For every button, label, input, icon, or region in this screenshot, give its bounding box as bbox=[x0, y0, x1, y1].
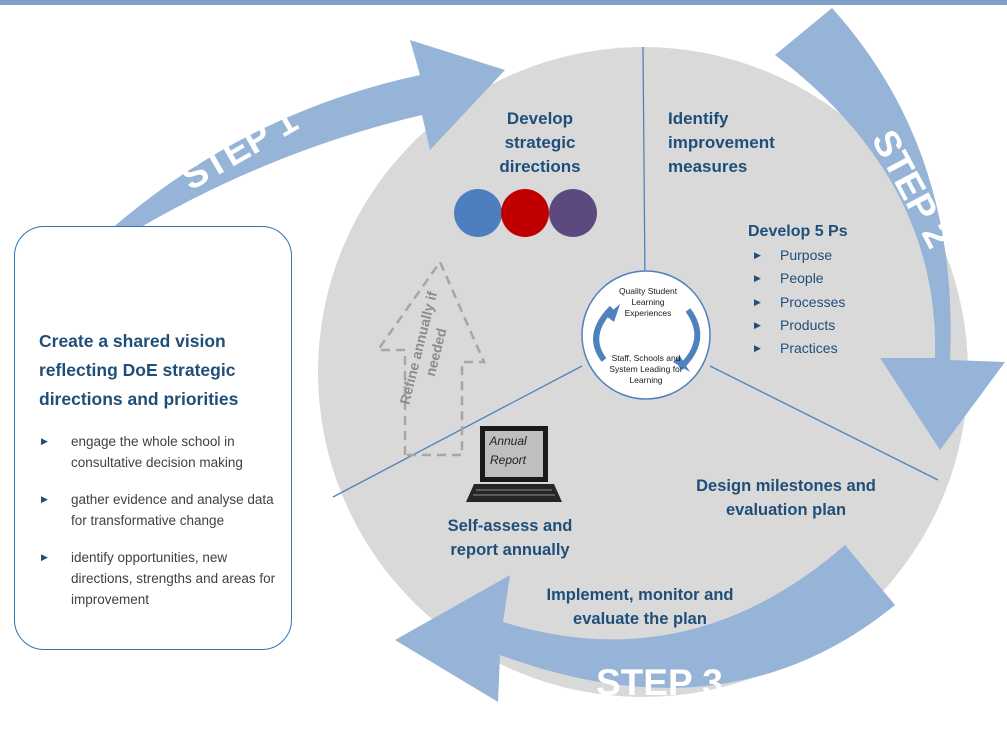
bullet-triangle-icon: ▶ bbox=[754, 250, 761, 260]
dot-red bbox=[501, 189, 549, 237]
dot-purple bbox=[549, 189, 597, 237]
top-accent-bar bbox=[0, 0, 1007, 5]
five-ps-list: ▶ Purpose ▶ People ▶ Processes ▶ Products ▶ P… bbox=[752, 244, 845, 360]
step1-arrow bbox=[58, 40, 505, 280]
design-milestones-label: Design milestones and evaluation plan bbox=[696, 477, 876, 519]
divider-right bbox=[709, 365, 939, 481]
divider-top bbox=[642, 46, 646, 283]
divider-left bbox=[332, 365, 583, 498]
bullet-triangle-icon: ▶ bbox=[754, 296, 761, 307]
cycle-arrows-icon bbox=[593, 304, 701, 372]
list-item: ▶ Products bbox=[752, 314, 845, 337]
list-item: ▶ Processes bbox=[752, 291, 845, 314]
bullet-triangle-icon: ▶ bbox=[754, 343, 761, 354]
identify-measures-label: Identify improvement measures bbox=[668, 109, 775, 176]
list-item-text: Processes bbox=[780, 293, 846, 310]
list-item-text: People bbox=[780, 270, 824, 287]
list-item: ▶ People bbox=[752, 267, 845, 290]
list-item: ▶ Practices bbox=[752, 337, 845, 360]
list-item: ▶ Purpose bbox=[752, 244, 845, 267]
step3-label: STEP 3 bbox=[596, 662, 723, 703]
bullet-triangle-icon: ▶ bbox=[41, 552, 48, 562]
bullet-triangle-icon: ▶ bbox=[754, 273, 761, 284]
list-item-text: Products bbox=[780, 316, 836, 333]
implement-label: Implement, monitor and evaluate the plan bbox=[546, 586, 734, 628]
vision-title: Create a shared vision reflecting DoE st… bbox=[39, 331, 239, 409]
center-top-text: Quality Student Learning Experiences bbox=[618, 286, 678, 318]
vision-panel: Create a shared vision reflecting DoE st… bbox=[14, 226, 292, 650]
dot-blue bbox=[454, 189, 502, 237]
center-bottom-text: Staff, Schools and System Leading for Le… bbox=[609, 353, 683, 385]
step3-arrow bbox=[395, 545, 895, 702]
center-circle bbox=[581, 270, 711, 400]
list-item-text: Practices bbox=[780, 340, 838, 357]
list-item-text: gather evidence and analyse data for tra… bbox=[71, 492, 274, 528]
vision-list: ▶ engage the whole school in consultative… bbox=[35, 431, 285, 626]
laptop-icon bbox=[466, 426, 562, 502]
self-assess-label: Self-assess and report annually bbox=[447, 517, 573, 559]
develop-5ps-label: Develop 5 Ps bbox=[748, 223, 848, 240]
annual-report-label: Annual Report bbox=[489, 434, 527, 467]
develop-strategic-label: Develop strategic directions bbox=[499, 109, 581, 176]
dashed-up-arrow-icon bbox=[375, 259, 486, 457]
list-item: ▶ identify opportunities, new directions,… bbox=[35, 547, 285, 610]
list-item: ▶ gather evidence and analyse data for tr… bbox=[35, 489, 285, 531]
list-item-text: engage the whole school in consultative … bbox=[71, 434, 243, 470]
list-item: ▶ engage the whole school in consultative… bbox=[35, 431, 285, 473]
step2-arrow bbox=[775, 8, 1005, 450]
bullet-triangle-icon: ▶ bbox=[41, 436, 48, 446]
bullet-triangle-icon: ▶ bbox=[754, 319, 761, 330]
bullet-triangle-icon: ▶ bbox=[41, 494, 48, 504]
list-item-text: Purpose bbox=[780, 247, 833, 263]
list-item-text: identify opportunities, new directions, … bbox=[71, 550, 276, 607]
